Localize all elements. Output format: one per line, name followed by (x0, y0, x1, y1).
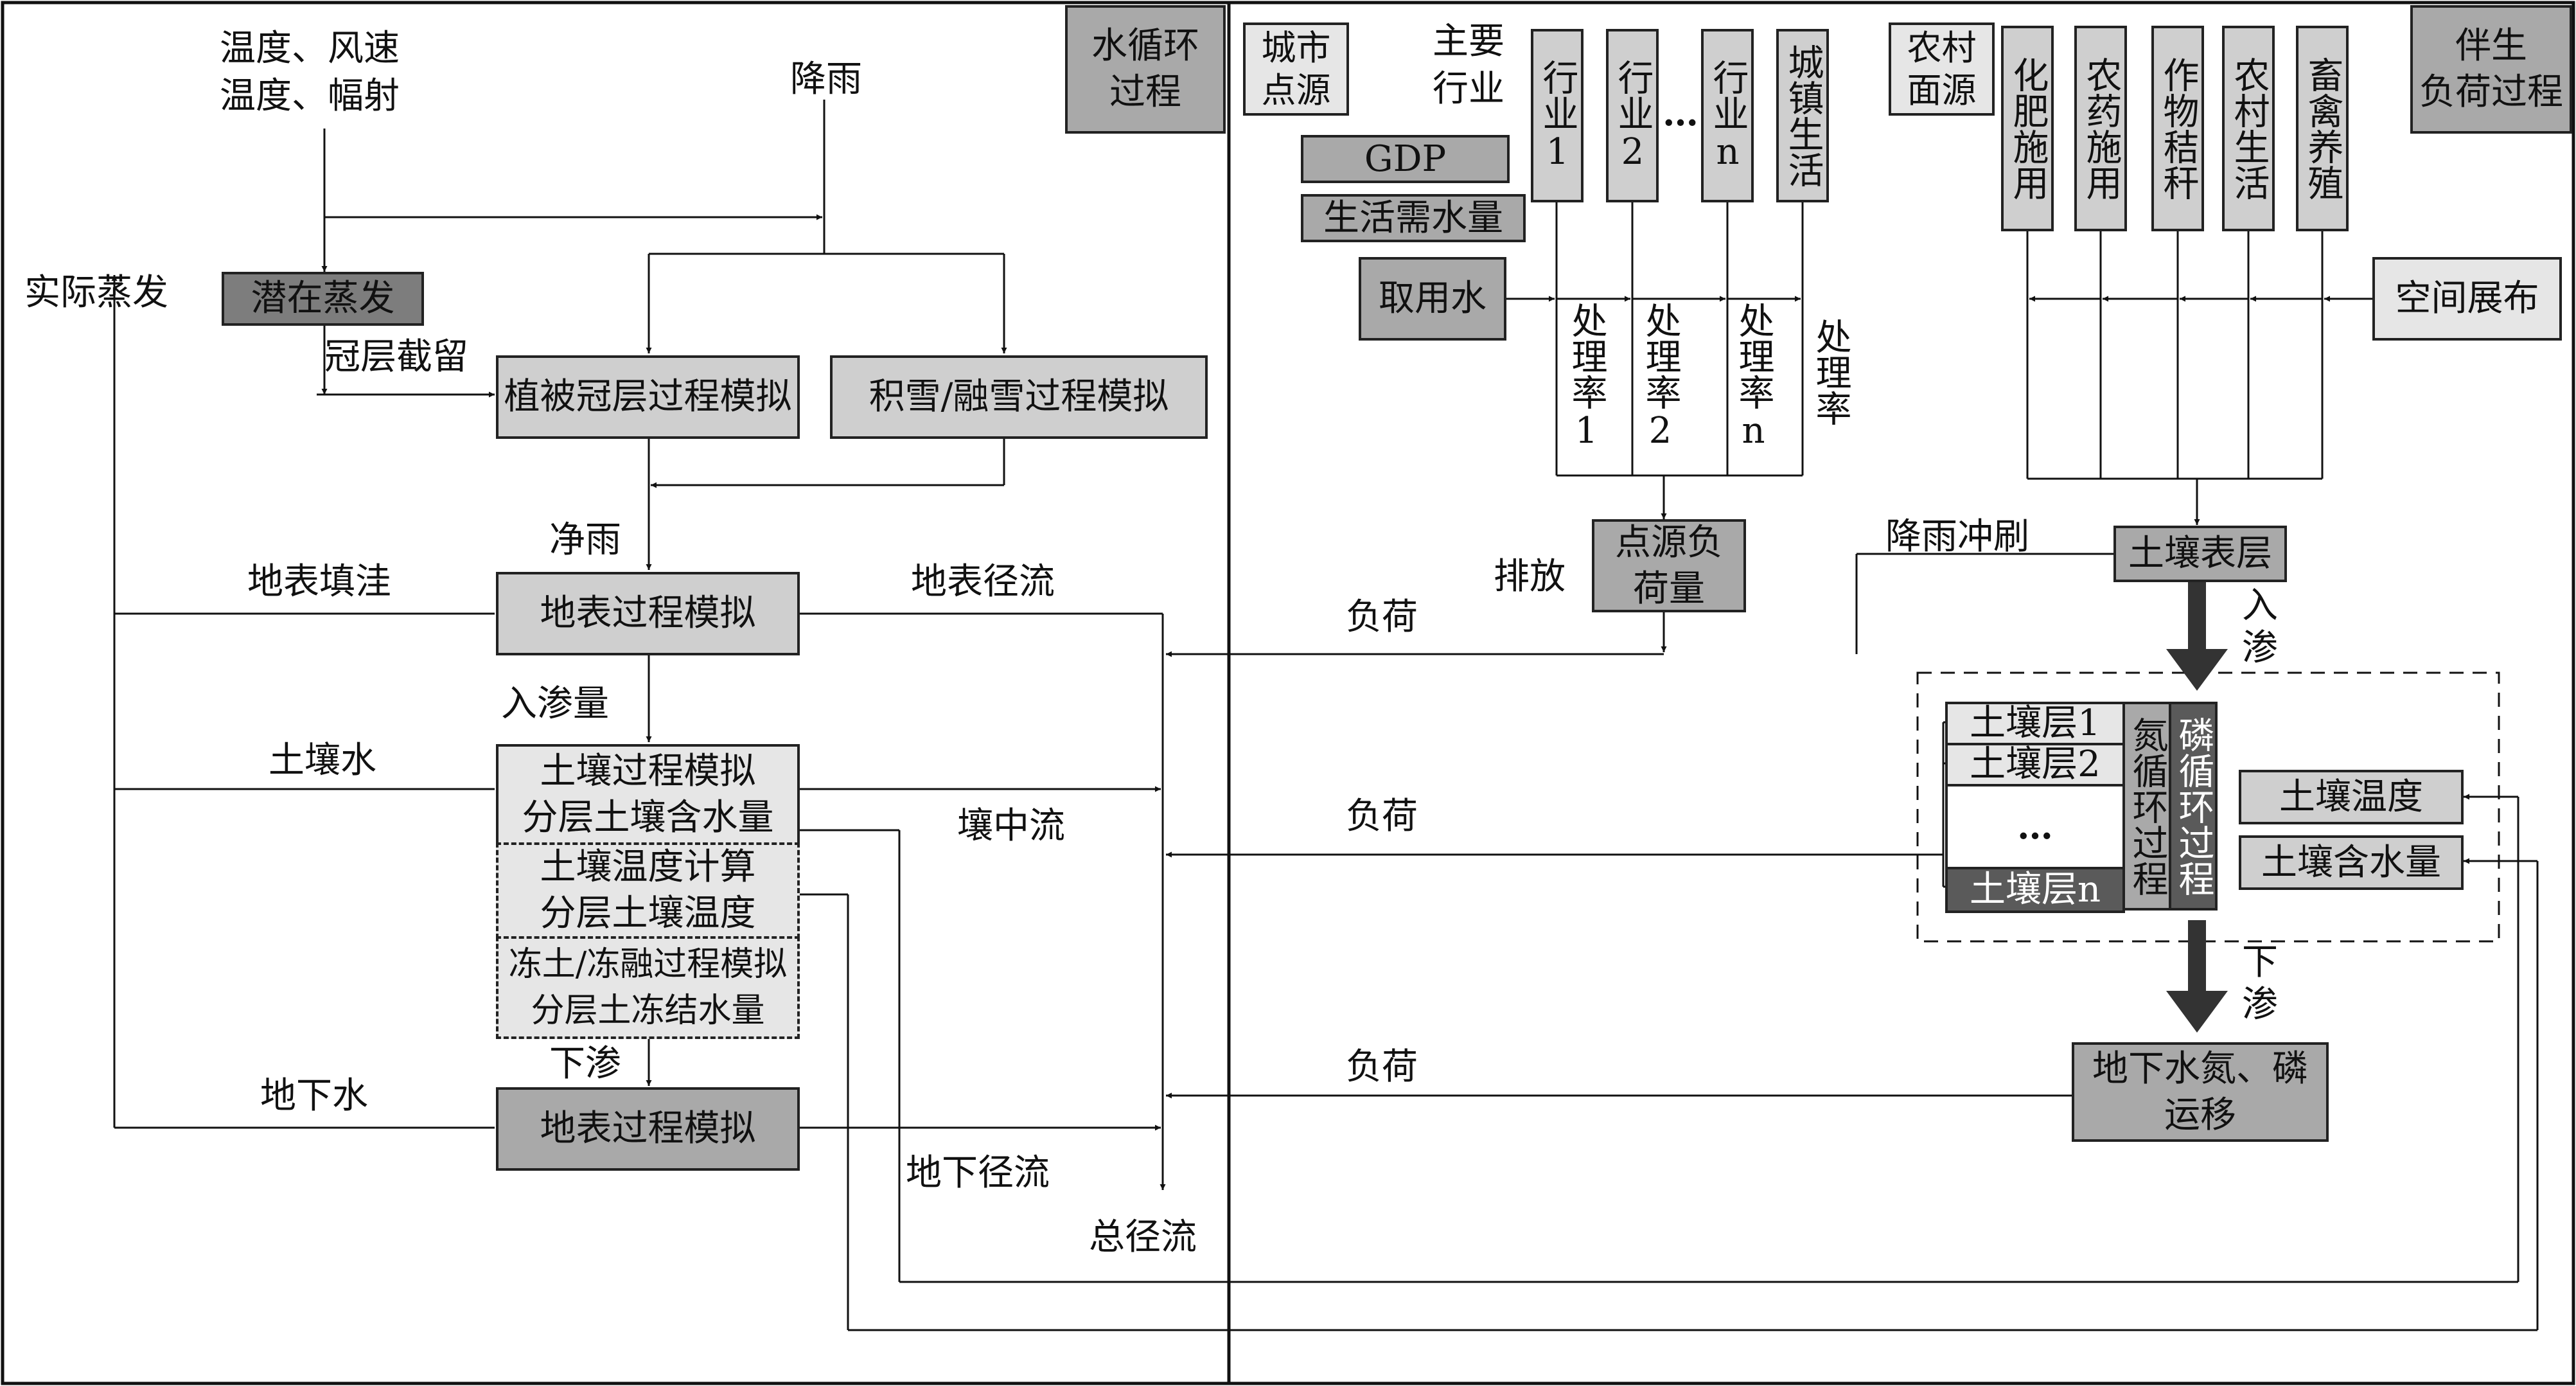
groundwater-sim-box: 地表过程模拟 (496, 1087, 800, 1171)
potential-evaporation-box: 潜在蒸发 (222, 272, 424, 326)
point-source-load-box: 点源负 荷量 (1592, 519, 1746, 612)
soil-layer-ellipsis: … (1948, 788, 2122, 865)
urban-life-box: 城镇生活 (1776, 29, 1829, 202)
interflow-label: 壤中流 (957, 805, 1065, 847)
load-label-1: 负荷 (1346, 596, 1418, 638)
soil-moisture-box: 土壤含水量 (2239, 835, 2464, 890)
canopy-interception-label: 冠层截留 (324, 336, 468, 378)
spatial-distribution-box: 空间展布 (2372, 257, 2562, 341)
treatment-rate-2-label: 处理率2 (1639, 302, 1681, 452)
vegetation-canopy-sim-box: 植被冠层过程模拟 (496, 355, 800, 439)
crop-straw-label: 作物秸秆 (2157, 57, 2199, 200)
livestock-box: 畜禽养殖 (2296, 26, 2349, 231)
surface-process-sim-box: 地表过程模拟 (496, 572, 800, 655)
pesticide-label: 农药施用 (2080, 57, 2122, 200)
load-label-2: 负荷 (1346, 795, 1418, 837)
rain-washoff-label: 降雨冲刷 (1885, 516, 2029, 558)
total-runoff-label: 总径流 (1089, 1216, 1197, 1258)
groundwater-label: 地下水 (260, 1075, 368, 1117)
surface-depression-label: 地表填洼 (247, 561, 391, 603)
soil-layer-1: 土壤层1 (1945, 702, 2125, 745)
groundwater-np-transport-box: 地下水氮、磷 运移 (2072, 1042, 2329, 1142)
infiltrate-label: 入 渗 (2242, 585, 2278, 669)
input-temp-radiation: 温度、幅射 (220, 75, 400, 117)
layered-soil-moisture-label: 分层土壤含水量 (522, 796, 774, 839)
soil-layer-n: 土壤层n (1945, 867, 2125, 913)
industry-1-label: 行业1 (1537, 58, 1578, 173)
rural-nonpoint-source-box: 农村 面源 (1889, 22, 1995, 116)
treatment-rate-1-label: 处理率1 (1566, 302, 1607, 452)
industry-1-box: 行业1 (1531, 29, 1584, 202)
soil-process-sim-label: 土壤过程模拟 (540, 750, 756, 792)
nitrogen-cycle-box: 氮循环过程 (2122, 702, 2171, 911)
industry-n-label: 行业n (1707, 58, 1749, 173)
urban-life-label: 城镇生活 (1782, 44, 1824, 188)
soil-process-sim-box: 土壤过程模拟 分层土壤含水量 (496, 744, 800, 845)
layered-frozen-water-label: 分层土冻结水量 (531, 991, 765, 1030)
soil-temperature-calc-box: 土壤温度计算 分层土壤温度 (496, 842, 800, 939)
rural-life-label: 农村生活 (2228, 57, 2270, 200)
load-label-3: 负荷 (1346, 1046, 1418, 1088)
industry-2-box: 行业2 (1606, 29, 1659, 202)
industry-2-label: 行业2 (1612, 58, 1654, 173)
soil-layer-stack: 土壤层1 土壤层2 … 土壤层n (1945, 702, 2125, 913)
industry-ellipsis: … (1663, 92, 1698, 134)
fertilizer-label: 化肥施用 (2007, 57, 2049, 200)
frozen-soil-sim-box: 冻土/冻融过程模拟 分层土冻结水量 (496, 936, 800, 1039)
livestock-label: 畜禽养殖 (2302, 57, 2343, 200)
water-withdrawal-box: 取用水 (1359, 257, 1506, 341)
net-rain-label: 净雨 (549, 519, 621, 561)
frozen-soil-sim-label: 冻土/冻融过程模拟 (508, 945, 788, 984)
phosphorus-cycle-label: 磷循环过程 (2173, 716, 2214, 896)
discharge-label: 排放 (1494, 556, 1566, 598)
nitrogen-cycle-label: 氮循环过程 (2126, 716, 2168, 896)
soil-temperature-box: 土壤温度 (2239, 770, 2464, 824)
load-process-title: 伴生 负荷过程 (2410, 5, 2572, 134)
crop-straw-box: 作物秸秆 (2151, 26, 2204, 231)
soil-layer-2: 土壤层2 (1945, 743, 2125, 786)
percolate-label: 下 渗 (2242, 941, 2278, 1026)
input-rain: 降雨 (790, 58, 862, 100)
rural-life-box: 农村生活 (2222, 26, 2275, 231)
surface-runoff-label: 地表径流 (911, 561, 1055, 603)
snow-melt-sim-box: 积雪/融雪过程模拟 (830, 355, 1208, 439)
treatment-rate-n-label: 处理率n (1733, 302, 1774, 452)
soil-temperature-calc-label: 土壤温度计算 (540, 846, 756, 888)
percolation-label: 下渗 (549, 1043, 621, 1085)
main-industry-label: 主要 行业 (1433, 21, 1504, 110)
industry-n-box: 行业n (1701, 29, 1754, 202)
infiltration-label: 入渗量 (501, 683, 609, 725)
pesticide-box: 农药施用 (2074, 26, 2127, 231)
water-cycle-title: 水循环 过程 (1065, 5, 1226, 134)
input-temp-wind: 温度、风速 (220, 28, 400, 69)
actual-evaporation-label: 实际蒸发 (24, 272, 168, 314)
phosphorus-cycle-box: 磷循环过程 (2169, 702, 2218, 911)
groundwater-runoff-label: 地下径流 (906, 1152, 1050, 1194)
fertilizer-box: 化肥施用 (2001, 26, 2054, 231)
layered-soil-temperature-label: 分层土壤温度 (540, 893, 756, 934)
gdp-box: GDP (1301, 135, 1510, 183)
soil-surface-box: 土壤表层 (2113, 526, 2287, 582)
treatment-rate-label: 处理率 (1810, 318, 1851, 426)
urban-point-source-box: 城市 点源 (1243, 22, 1349, 116)
domestic-water-demand-box: 生活需水量 (1301, 194, 1526, 242)
soil-water-label: 土壤水 (269, 740, 376, 781)
